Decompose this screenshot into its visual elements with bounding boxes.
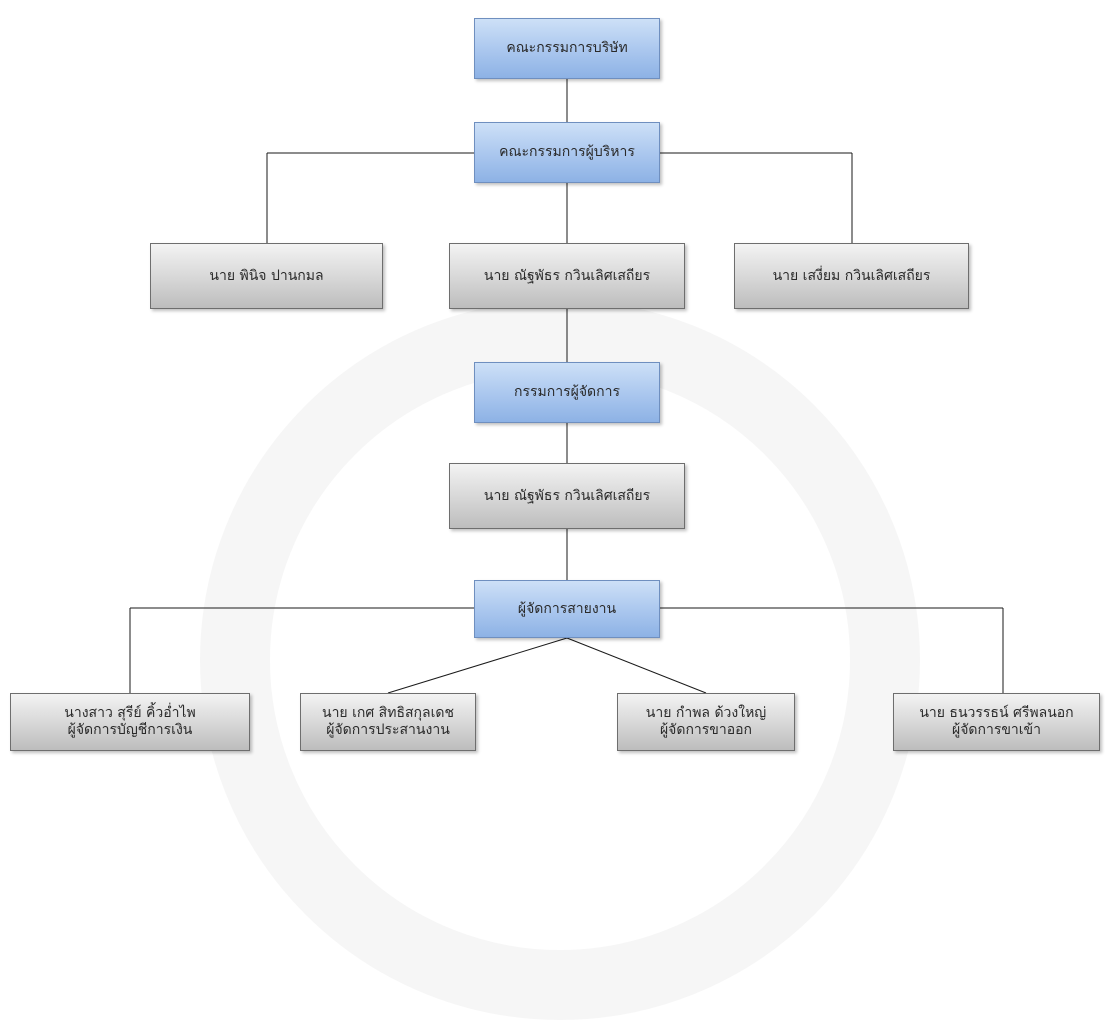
line-manager-label: ผู้จัดการสายงาน [517, 600, 617, 617]
board-label: คณะกรรมการบริษัท [506, 40, 628, 56]
manager-name: นาย เกศ สิทธิสกุลเดช [322, 705, 454, 721]
executive-committee-label: คณะกรรมการผู้บริหาร [499, 144, 635, 160]
manager-name: นาย ธนวรรธน์ ศรีพลนอก [919, 705, 1074, 721]
manager-title: ผู้จัดการขาเข้า [951, 722, 1041, 738]
executive-label: นาย เสงี่ยม กวินเลิศเสถียร [772, 267, 931, 284]
manager-box-1: นางสาว สุรีย์ คิ้วอ่ำไพ ผู้จัดการบัญชีกา… [10, 693, 250, 751]
manager-box-4: นาย ธนวรรธน์ ศรีพลนอก ผู้จัดการขาเข้า [893, 693, 1100, 751]
executive-committee-box: คณะกรรมการผู้บริหาร [474, 122, 660, 183]
org-chart: คณะกรรมการบริษัท คณะกรรมการผู้บริหาร นาย… [10, 18, 1100, 751]
managing-director-box: กรรมการผู้จัดการ [474, 362, 660, 423]
manager-title: ผู้จัดการประสานงาน [326, 722, 450, 738]
connector-to-manager-3 [566, 637, 707, 694]
executive-box-1: นาย พินิจ ปานกมล [150, 243, 383, 309]
executive-label: นาย พินิจ ปานกมล [209, 267, 324, 284]
executive-box-3: นาย เสงี่ยม กวินเลิศเสถียร [734, 243, 969, 309]
managing-director-person-box: นาย ณัฐพัธร กวินเลิศเสถียร [449, 463, 685, 529]
manager-title: ผู้จัดการบัญชีการเงิน [67, 722, 193, 738]
managing-director-label: กรรมการผู้จัดการ [514, 384, 620, 400]
manager-name: นาย กำพล ด้วงใหญ่ [645, 705, 767, 721]
manager-name: นางสาว สุรีย์ คิ้วอ่ำไพ [64, 705, 196, 721]
executive-box-2: นาย ณัฐพัธร กวินเลิศเสถียร [449, 243, 685, 309]
manager-box-3: นาย กำพล ด้วงใหญ่ ผู้จัดการขาออก [617, 693, 795, 751]
executive-label: นาย ณัฐพัธร กวินเลิศเสถียร [483, 267, 651, 284]
connector-to-manager-2 [387, 637, 568, 694]
board-box: คณะกรรมการบริษัท [474, 18, 660, 79]
managing-director-person-label: นาย ณัฐพัธร กวินเลิศเสถียร [483, 487, 651, 504]
line-manager-box: ผู้จัดการสายงาน [474, 580, 660, 638]
manager-title: ผู้จัดการขาออก [659, 722, 753, 738]
manager-box-2: นาย เกศ สิทธิสกุลเดช ผู้จัดการประสานงาน [300, 693, 476, 751]
